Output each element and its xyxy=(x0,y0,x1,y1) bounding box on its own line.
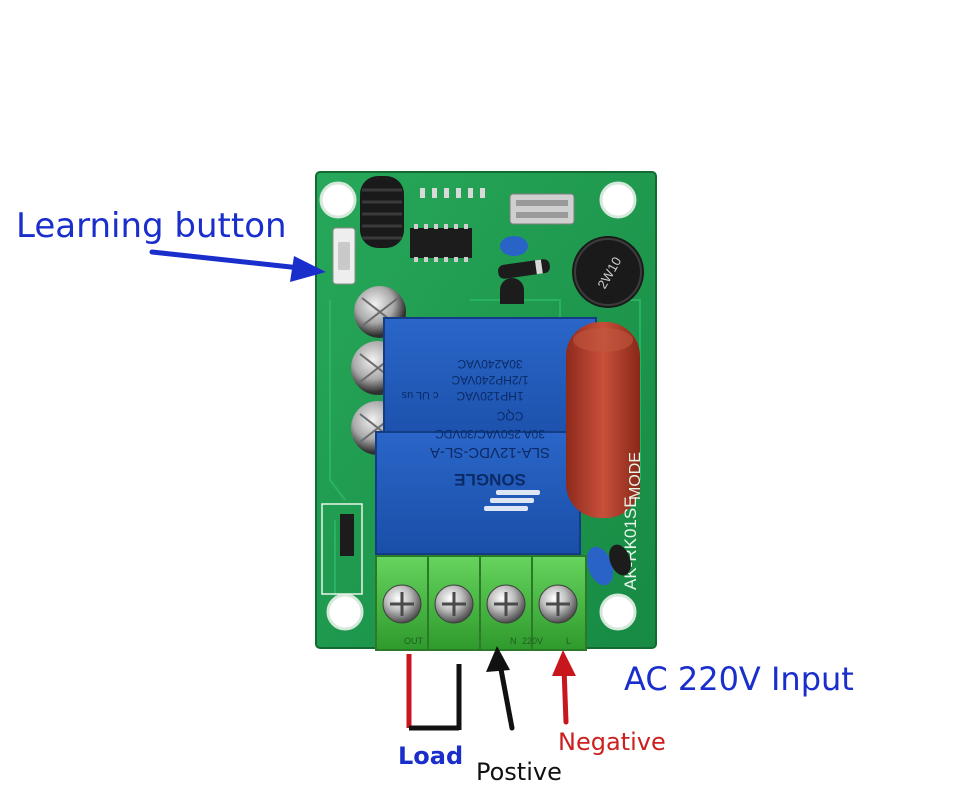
varistor xyxy=(609,544,631,576)
crystal-oscillator xyxy=(509,193,575,225)
relay-brand: SONGLE xyxy=(454,470,526,489)
film-capacitor xyxy=(566,322,640,518)
learning-button-component xyxy=(332,227,356,285)
ic-chip xyxy=(410,224,472,262)
positive-label: Postive xyxy=(476,758,562,786)
header-pins xyxy=(420,188,485,198)
relay-rating-ac1: 30A240VAC xyxy=(457,357,522,371)
ceramic-capacitor xyxy=(586,546,614,586)
terminal-block: OUT N 220V L xyxy=(375,555,587,651)
bridge-rectifier: 2W10 xyxy=(572,236,644,308)
mounting-hole xyxy=(599,593,637,631)
load-label: Load xyxy=(398,742,464,770)
relay: SONGLE SLA-12VDC-SL-A 30A 250VAC/30VDC C… xyxy=(375,317,597,555)
positive-arrow xyxy=(486,646,515,731)
board-mode-silkscreen: MODE xyxy=(627,452,644,500)
diode xyxy=(498,259,550,279)
transistor xyxy=(500,278,524,304)
terminal-l-label: L xyxy=(566,636,571,646)
learning-button-label: Learning button xyxy=(16,206,287,246)
terminal-screw xyxy=(538,584,578,624)
terminal-screw xyxy=(434,584,474,624)
terminal-out-label: OUT xyxy=(404,636,424,646)
mounting-hole xyxy=(319,181,357,219)
terminal-screw xyxy=(486,584,526,624)
relay-rating-ac2: 1/2HP240VAC xyxy=(451,373,528,387)
negative-label: Negative xyxy=(558,728,666,756)
load-wire xyxy=(406,654,462,731)
relay-model: SLA-12VDC-SL-A xyxy=(430,444,550,461)
relay-ul-mark: c UL us xyxy=(401,389,438,401)
ac-input-label: AC 220V Input xyxy=(624,660,854,698)
ceramic-capacitor xyxy=(500,236,528,256)
negative-arrow xyxy=(552,650,576,725)
learning-button-arrow xyxy=(149,249,326,282)
relay-rating-dc: 30A 250VAC/30VDC xyxy=(435,427,545,441)
antenna-coil xyxy=(360,176,404,248)
terminal-voltage-label: 220V xyxy=(522,636,543,646)
relay-cqc: CQC xyxy=(496,409,523,423)
board-model-silkscreen: AK-RK01SE xyxy=(621,496,640,590)
terminal-n-label: N xyxy=(510,636,517,646)
relay-rating-ac3: 1HP120VAC xyxy=(456,389,523,403)
mounting-hole xyxy=(326,593,364,631)
mounting-hole xyxy=(599,181,637,219)
terminal-screw xyxy=(382,584,422,624)
songle-logo xyxy=(484,490,540,511)
jumper-block xyxy=(321,503,363,595)
